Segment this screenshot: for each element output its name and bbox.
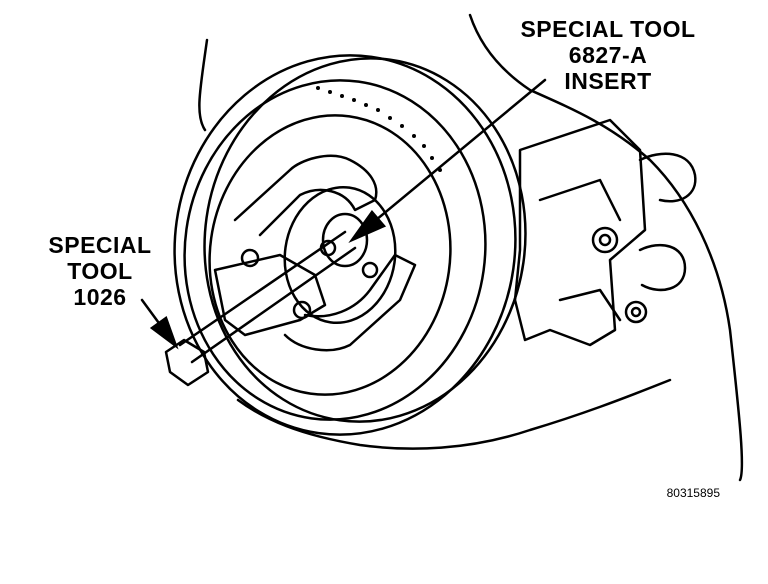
engine-lower-edge bbox=[236, 378, 672, 450]
puller-bolt-2 bbox=[292, 300, 312, 320]
callout-1026-line-1: SPECIAL bbox=[48, 232, 152, 258]
callout-1026-line-2: TOOL bbox=[67, 258, 133, 284]
bracket-bolt-upper bbox=[591, 226, 619, 254]
insert-arrow-head bbox=[348, 209, 387, 243]
damper-hub bbox=[283, 185, 397, 325]
puller-yoke bbox=[213, 253, 327, 337]
callout-6827a-line-2: 6827-A bbox=[568, 42, 648, 68]
forcing-screw bbox=[178, 230, 357, 364]
callout-special-tool-1026: SPECIAL TOOL 1026 bbox=[30, 232, 170, 310]
forcing-screw-hex bbox=[164, 338, 210, 387]
puller-bolt-4 bbox=[361, 261, 379, 279]
bracket-bolt-upper-inner bbox=[598, 233, 612, 247]
bracket-bolt-lower bbox=[624, 300, 648, 324]
damper-timing-dots bbox=[316, 86, 442, 172]
figure-id-text: 80315895 bbox=[666, 486, 720, 500]
puller-jaw-lower bbox=[283, 253, 417, 352]
insert-arrow-line bbox=[368, 78, 547, 227]
damper-inner-ring bbox=[208, 114, 452, 396]
bracket-boss-right bbox=[638, 243, 687, 292]
callout-special-tool-6827a: SPECIAL TOOL 6827-A INSERT bbox=[498, 16, 718, 94]
cover-boss bbox=[638, 152, 697, 203]
callout-1026-line-3: 1026 bbox=[73, 284, 127, 310]
puller-bolt-1 bbox=[240, 248, 260, 268]
bracket-bolt-lower-inner bbox=[630, 306, 642, 318]
callout-6827a-line-3: INSERT bbox=[564, 68, 652, 94]
figure-id: 80315895 bbox=[630, 486, 720, 500]
damper-belt-groove bbox=[183, 79, 487, 421]
engine-cover-outline bbox=[198, 13, 744, 482]
puller-arrow-head bbox=[149, 316, 179, 350]
bracket-arm bbox=[538, 178, 622, 322]
callout-6827a-line-1: SPECIAL TOOL bbox=[520, 16, 696, 42]
damper-bore bbox=[321, 212, 369, 268]
damper-outer-rim bbox=[173, 54, 517, 436]
puller-jaw-upper bbox=[233, 154, 378, 237]
